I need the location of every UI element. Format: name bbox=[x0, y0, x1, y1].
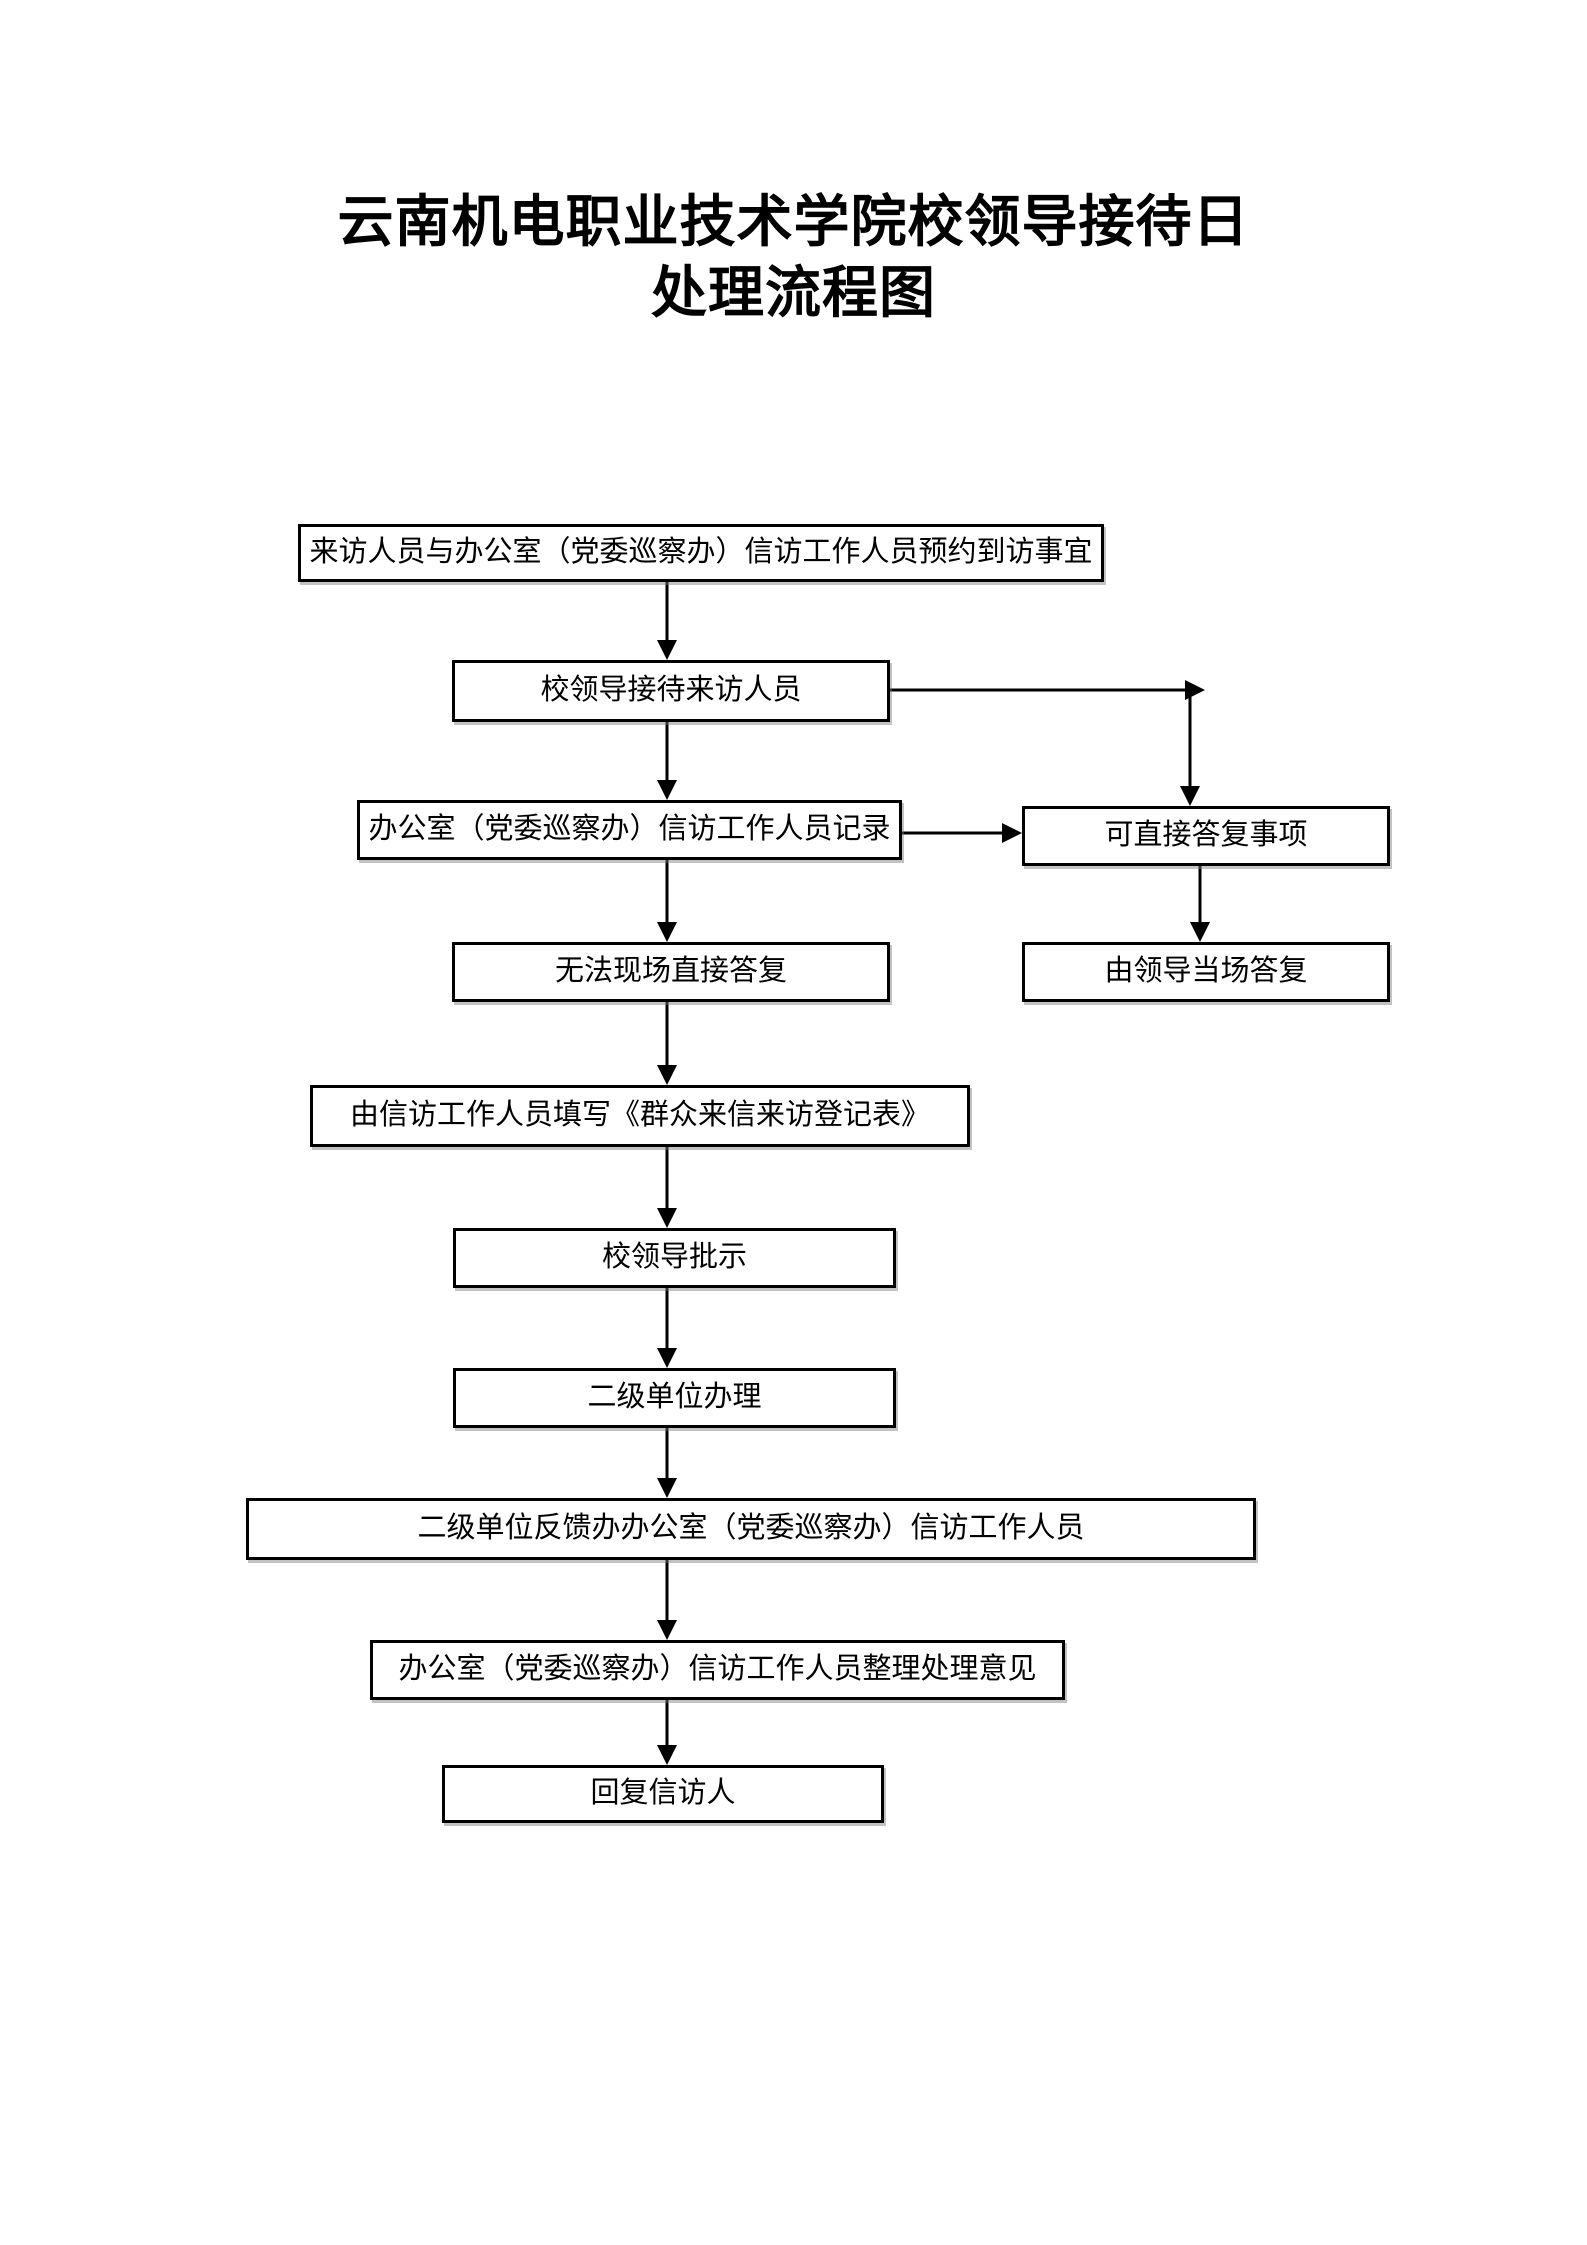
page-title: 云南机电职业技术学院校领导接待日 处理流程图 bbox=[0, 186, 1587, 328]
node-visitor-appointment: 来访人员与办公室（党委巡察办）信访工作人员预约到访事宜 bbox=[298, 524, 1104, 582]
arrow-fankui-to-zhengli bbox=[657, 1560, 677, 1640]
arrow-wufa-to-tianxie bbox=[657, 1002, 677, 1085]
arrow-pishi-to-erji bbox=[657, 1288, 677, 1368]
node-leader-reception: 校领导接待来访人员 bbox=[452, 660, 890, 722]
arrow-jiedai-to-kezhida-elbow bbox=[890, 680, 1205, 806]
node-leader-instructions: 校领导批示 bbox=[453, 1228, 896, 1288]
node-secondary-unit-handling: 二级单位办理 bbox=[453, 1368, 896, 1428]
node-fill-registration-form: 由信访工作人员填写《群众来信来访登记表》 bbox=[310, 1085, 970, 1147]
node-direct-reply-items: 可直接答复事项 bbox=[1022, 806, 1390, 866]
node-secondary-unit-feedback: 二级单位反馈办办公室（党委巡察办）信访工作人员 bbox=[246, 1498, 1256, 1560]
node-staff-record: 办公室（党委巡察办）信访工作人员记录 bbox=[357, 800, 902, 860]
arrow-yuyue-to-jiedai bbox=[657, 582, 677, 660]
arrow-jilu-to-kezhida bbox=[902, 823, 1022, 843]
node-reply-petitioner: 回复信访人 bbox=[442, 1765, 884, 1823]
node-leader-onsite-reply: 由领导当场答复 bbox=[1022, 942, 1390, 1002]
arrow-jilu-to-wufa bbox=[657, 860, 677, 942]
node-staff-organize-opinions: 办公室（党委巡察办）信访工作人员整理处理意见 bbox=[370, 1640, 1065, 1700]
page-title-line2: 处理流程图 bbox=[651, 261, 936, 324]
arrow-zhengli-to-huifu bbox=[657, 1700, 677, 1765]
arrow-kezhida-to-dangchang bbox=[1190, 866, 1210, 942]
arrow-erji-to-fankui bbox=[657, 1428, 677, 1498]
page-title-line1: 云南机电职业技术学院校领导接待日 bbox=[337, 190, 1250, 253]
arrow-jiedai-to-jilu bbox=[657, 722, 677, 800]
node-cannot-reply-onsite: 无法现场直接答复 bbox=[452, 942, 890, 1002]
arrow-tianxie-to-pishi bbox=[657, 1147, 677, 1228]
